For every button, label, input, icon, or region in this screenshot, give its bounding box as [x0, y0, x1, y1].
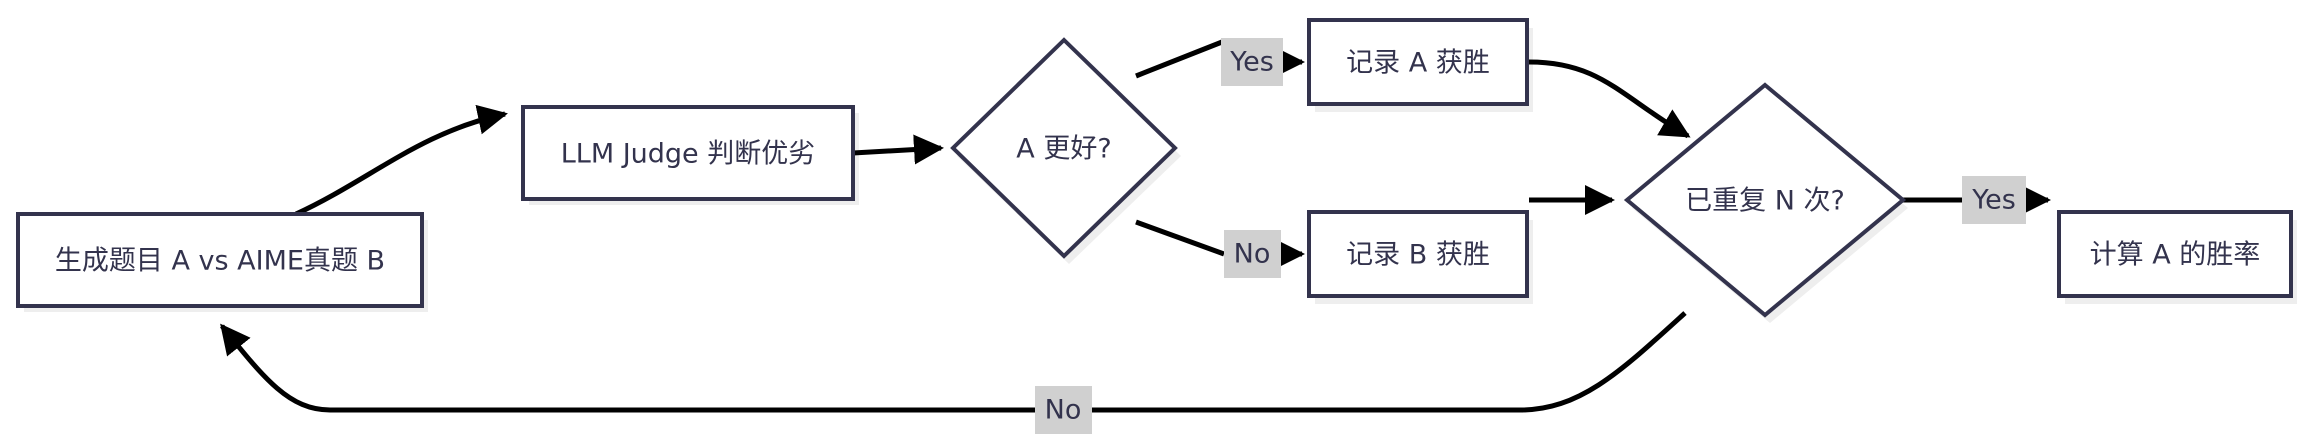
node-decision-repeat-n-shape: [1623, 82, 1907, 318]
node-record-a-wins[interactable]: 记录 A 获胜: [1307, 18, 1529, 106]
nodes: 生成题目 A vs AIME真题 B LLM Judge 判断优劣 A 更好? …: [16, 18, 2293, 318]
edge-label-yes-repeat-bg: [1962, 176, 2026, 224]
edge-label-yes-a-better: Yes: [1221, 38, 1283, 86]
edge-label-no-repeat-loop-text: No: [1045, 395, 1082, 426]
node-llm-judge-shape: [521, 105, 855, 201]
node-record-a-wins-shape: [1307, 18, 1529, 106]
node-decision-a-better[interactable]: A 更好?: [950, 37, 1178, 259]
node-generate-problems[interactable]: 生成题目 A vs AIME真题 B: [16, 212, 424, 308]
node-record-b-wins[interactable]: 记录 B 获胜: [1307, 210, 1529, 298]
node-record-b-wins-label: 记录 B 获胜: [1346, 240, 1490, 271]
edge-judge-to-abetter: [852, 134, 944, 165]
edge-label-yes-repeat-text: Yes: [1971, 185, 2016, 216]
edge-label-no-a-better: No: [1224, 230, 1281, 278]
edge-label-yes-a-better-text: Yes: [1229, 47, 1274, 78]
node-decision-repeat-n-label: 已重复 N 次?: [1685, 186, 1845, 217]
edge-repeat-no-loop-to-generate: [220, 311, 1687, 413]
edge-label-no-a-better-text: No: [1234, 239, 1271, 270]
node-record-b-wins-shape: [1307, 210, 1529, 298]
edges: [220, 42, 2051, 413]
edge-label-yes-a-better-bg: [1221, 38, 1283, 86]
edge-label-no-repeat-loop: No: [1035, 386, 1092, 434]
edge-label-no-repeat-loop-bg: [1035, 386, 1092, 434]
node-record-a-wins-label: 记录 A 获胜: [1346, 48, 1490, 79]
node-compute-win-rate[interactable]: 计算 A 的胜率: [2057, 210, 2293, 298]
node-decision-a-better-label: A 更好?: [1016, 134, 1111, 165]
node-decision-repeat-n[interactable]: 已重复 N 次?: [1623, 82, 1907, 318]
node-generate-problems-label: 生成题目 A vs AIME真题 B: [55, 246, 385, 277]
edge-label-no-a-better-bg: [1224, 230, 1281, 278]
edge-generate-to-judge: [294, 104, 508, 217]
node-compute-win-rate-shape: [2057, 210, 2293, 298]
edge-abetter-no-to-recordb: [1135, 219, 1225, 257]
node-llm-judge[interactable]: LLM Judge 判断优劣: [521, 105, 855, 201]
edge-label-yes-repeat: Yes: [1962, 176, 2026, 224]
edge-recorda-to-repeat: [1528, 59, 1691, 139]
node-generate-problems-shape: [16, 212, 424, 308]
node-compute-win-rate-label: 计算 A 的胜率: [2090, 240, 2261, 271]
edge-labels: Yes No Yes No: [1035, 38, 2026, 434]
node-decision-a-better-shape: [950, 37, 1178, 259]
node-llm-judge-label: LLM Judge 判断优劣: [561, 139, 816, 170]
